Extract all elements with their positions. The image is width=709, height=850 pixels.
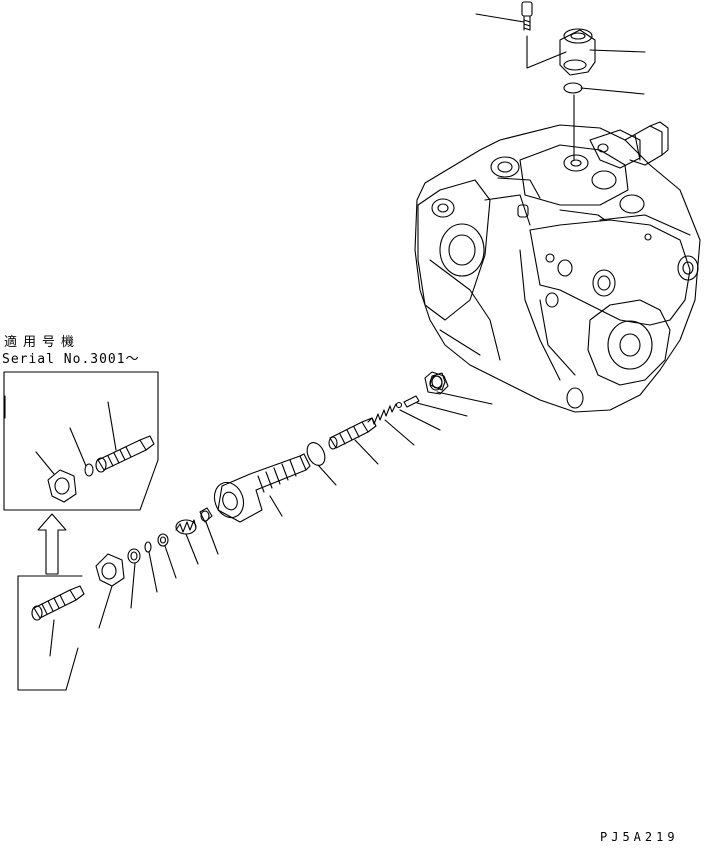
top-bolt: [522, 2, 532, 30]
valve-sleeve: [210, 454, 310, 522]
circlip: [128, 549, 140, 563]
adjuster-screw-upper: [96, 436, 154, 472]
washer-upper: [85, 464, 93, 476]
o-ring-middle: [304, 440, 329, 469]
o-ring-top: [564, 83, 582, 93]
upper-bracket-box: [4, 372, 158, 510]
pin: [397, 396, 420, 408]
replacement-arrow: [38, 514, 66, 574]
drawing-code: PJ5A219: [600, 830, 679, 844]
leader-lower-box: [50, 620, 54, 656]
small-nut: [200, 508, 212, 522]
hex-nut-lower: [96, 554, 124, 586]
serial-number-label: Serial No.3001～: [2, 352, 140, 367]
pump-body: [415, 122, 700, 412]
bracket-fitting: [560, 29, 595, 75]
spring-medium: [176, 520, 196, 534]
seat-plug: [425, 372, 448, 394]
leader-lines-upper-box: [5, 396, 116, 474]
applicability-title: 適用号機: [4, 335, 81, 350]
spring-small: [368, 404, 396, 424]
leader-lines-centre: [99, 392, 492, 628]
snap-ring: [145, 542, 151, 552]
hex-nut-upper: [48, 470, 76, 502]
leader-lines-top: [476, 14, 645, 160]
washer: [158, 534, 168, 546]
lower-bracket-box: [18, 576, 82, 690]
adjuster-screw-lower: [32, 586, 84, 620]
spool-valve: [329, 418, 376, 449]
